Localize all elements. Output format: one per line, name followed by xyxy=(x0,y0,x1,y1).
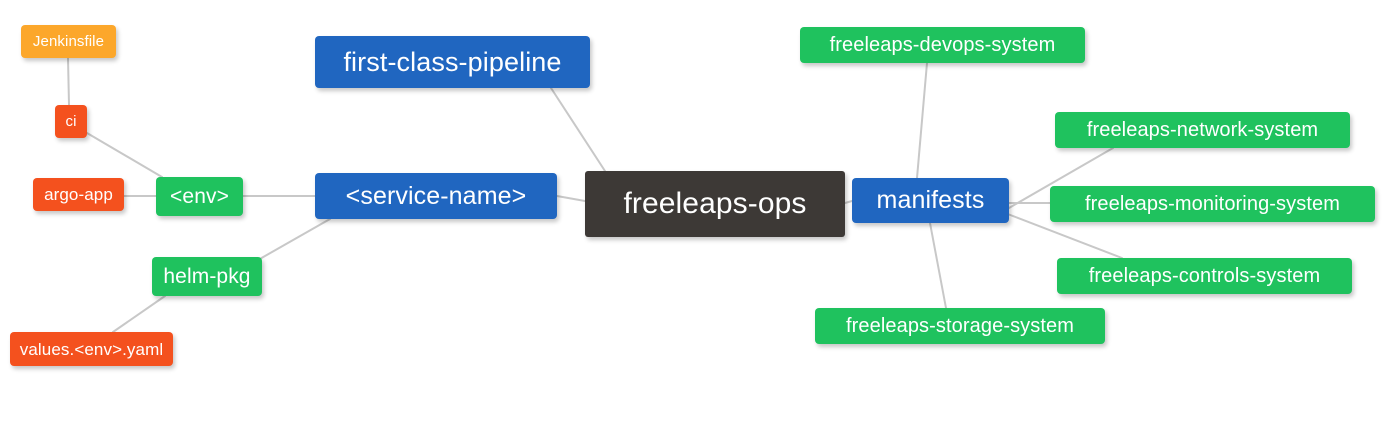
edge-freeleaps-ops-to-service-name xyxy=(556,195,586,202)
node-freeleaps-network-system[interactable]: freeleaps-network-system xyxy=(1055,112,1350,148)
node-freeleaps-monitoring-system[interactable]: freeleaps-monitoring-system xyxy=(1050,186,1375,222)
node-ci[interactable]: ci xyxy=(55,105,87,138)
node-label: ci xyxy=(65,113,77,130)
node-values-env-yaml[interactable]: values.<env>.yaml xyxy=(10,332,173,366)
edge-service-name-to-helm-pkg xyxy=(257,218,331,261)
node-label: freeleaps-ops xyxy=(623,187,807,220)
edge-helm-pkg-to-values-env-yaml xyxy=(112,295,166,333)
edge-manifests-to-freeleaps-storage-system xyxy=(929,222,947,309)
node-freeleaps-ops[interactable]: freeleaps-ops xyxy=(585,171,845,237)
edge-env-to-ci xyxy=(86,132,163,178)
edge-manifests-to-freeleaps-devops-system xyxy=(916,62,928,179)
node-manifests[interactable]: manifests xyxy=(852,178,1009,223)
node-helm-pkg[interactable]: helm-pkg xyxy=(152,257,262,296)
node-jenkinsfile[interactable]: Jenkinsfile xyxy=(21,25,116,58)
node-freeleaps-controls-system[interactable]: freeleaps-controls-system xyxy=(1057,258,1352,294)
node-argo-app[interactable]: argo-app xyxy=(33,178,124,211)
node-label: manifests xyxy=(876,186,985,214)
node-first-class-pipeline[interactable]: first-class-pipeline xyxy=(315,36,590,88)
node-label: helm-pkg xyxy=(163,265,251,288)
node-freeleaps-storage-system[interactable]: freeleaps-storage-system xyxy=(815,308,1105,344)
node-label: argo-app xyxy=(44,185,113,204)
node-label: freeleaps-storage-system xyxy=(845,315,1075,337)
node-label: freeleaps-network-system xyxy=(1086,119,1319,141)
node-label: Jenkinsfile xyxy=(32,33,105,50)
node-env[interactable]: <env> xyxy=(156,177,243,216)
node-label: freeleaps-controls-system xyxy=(1088,265,1321,287)
node-label: first-class-pipeline xyxy=(343,46,562,77)
node-service-name[interactable]: <service-name> xyxy=(315,173,557,219)
node-label: freeleaps-devops-system xyxy=(829,34,1056,56)
node-freeleaps-devops-system[interactable]: freeleaps-devops-system xyxy=(800,27,1085,63)
edge-freeleaps-ops-to-manifests xyxy=(844,200,853,204)
edge-freeleaps-ops-to-first-class-pipeline xyxy=(550,87,606,172)
edge-ci-to-jenkinsfile xyxy=(67,57,70,106)
node-label: freeleaps-monitoring-system xyxy=(1084,193,1340,215)
node-label: values.<env>.yaml xyxy=(19,339,164,359)
node-label: <service-name> xyxy=(345,181,527,210)
node-label: <env> xyxy=(170,185,229,208)
